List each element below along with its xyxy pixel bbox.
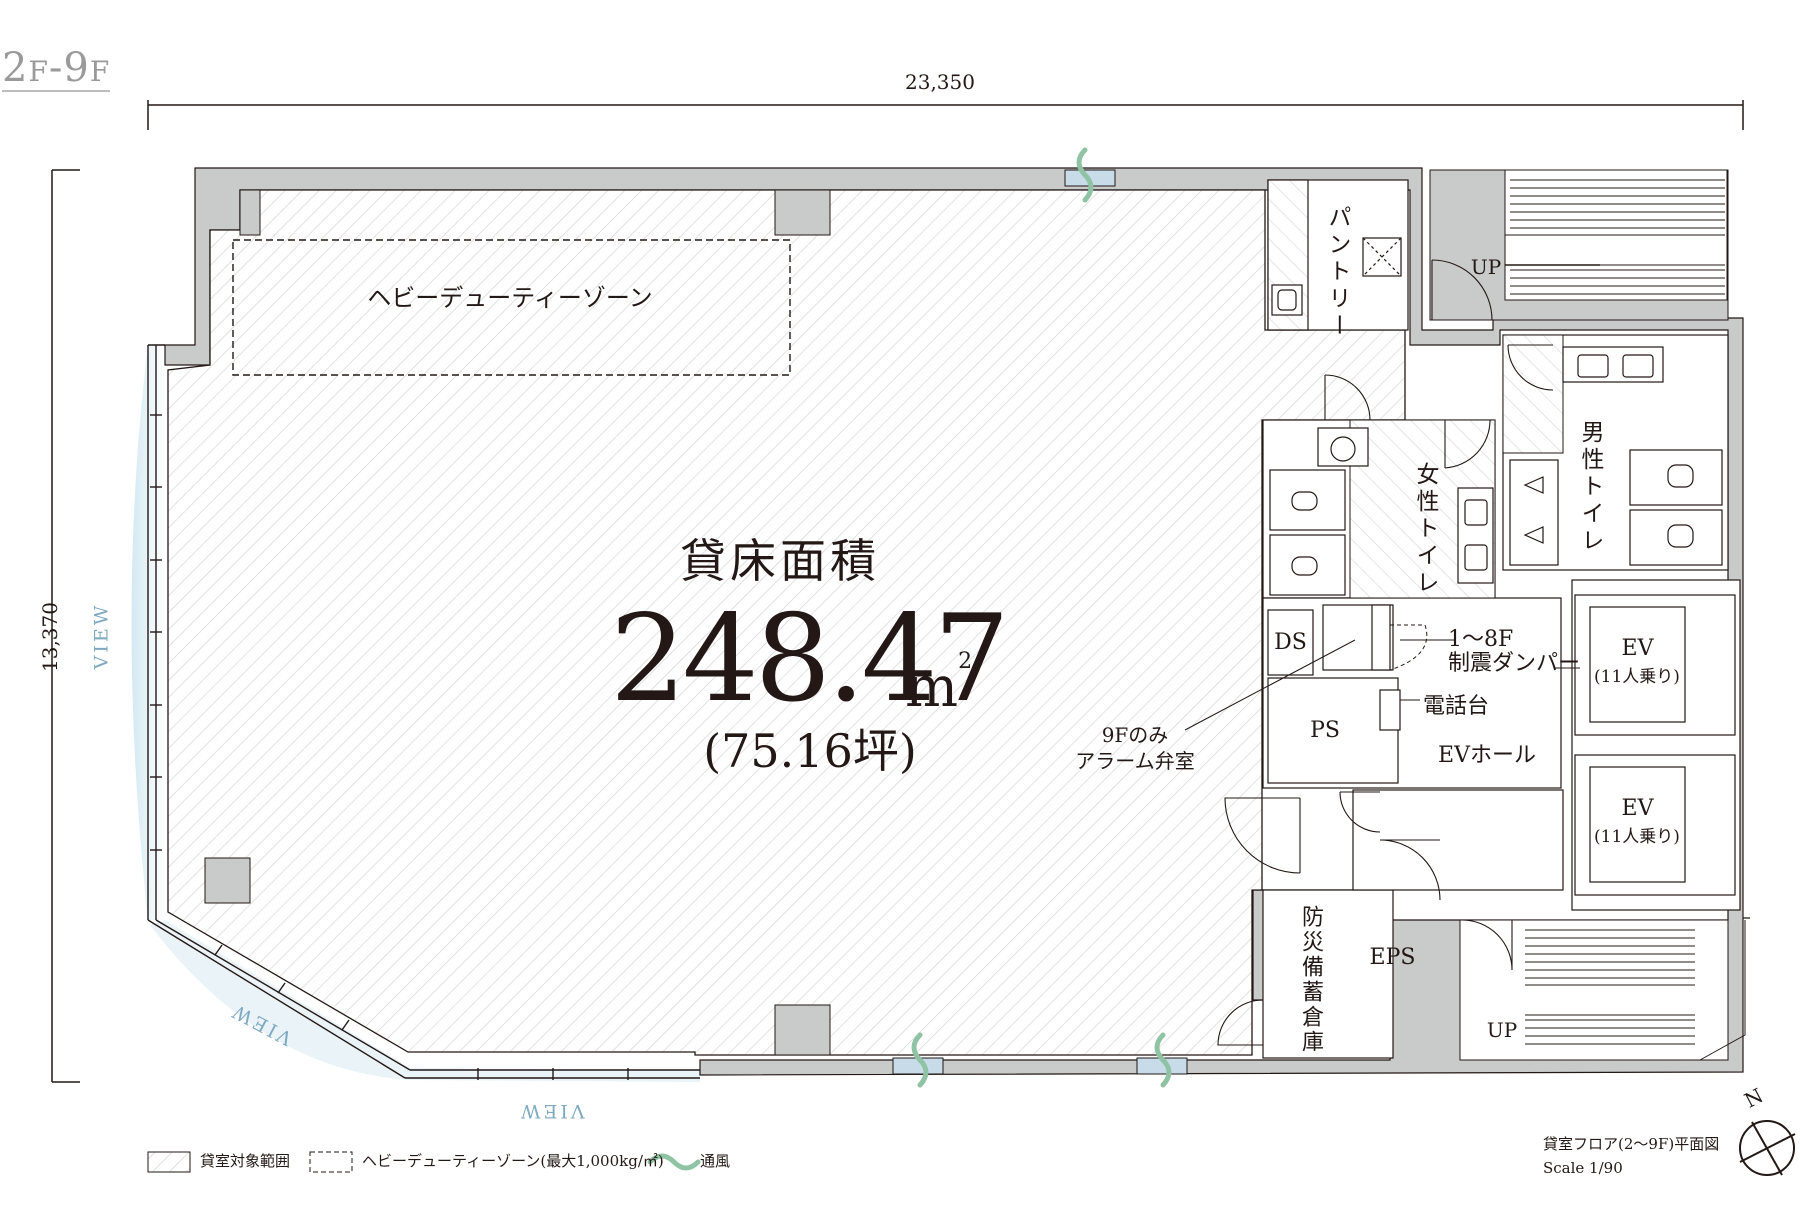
area-title: 貸床面積 xyxy=(680,534,880,588)
doors xyxy=(1217,259,1554,1046)
column xyxy=(239,189,261,236)
alarm-valve-label: 9Fのみ アラーム弁室 xyxy=(1075,723,1195,773)
stair-south-steps xyxy=(1525,929,1695,1045)
area-value: 248.47 xyxy=(610,590,1010,729)
compass-icon xyxy=(1739,1120,1796,1176)
heavy-duty-zone xyxy=(232,239,791,376)
height-dimension: 13,370 xyxy=(38,602,62,672)
column xyxy=(204,857,251,904)
view-label-west: VIEW xyxy=(90,602,113,670)
ventilation-icons xyxy=(911,147,1172,1088)
heavy-duty-zone-label: ヘビーデューティーゾーン xyxy=(367,284,653,312)
plan-scale: Scale 1/90 xyxy=(1543,1159,1623,1177)
elevator-shafts xyxy=(1574,594,1736,896)
width-dimension-line xyxy=(147,100,1744,130)
stair-north-landing xyxy=(1510,236,1720,264)
disaster-storage-label: 防災備蓄倉庫 xyxy=(1298,905,1323,1055)
mens-vestibule xyxy=(1502,334,1564,454)
pantry xyxy=(1267,179,1409,331)
pantry-label: パントリー xyxy=(1324,205,1350,340)
ev2-capacity: (11人乗り) xyxy=(1594,827,1680,847)
plan-title-name: 貸室フロア(2～9F)平面図 xyxy=(1543,1135,1720,1153)
legend-heavy: ヘビーデューティーゾーン(最大1,000kg/㎡) xyxy=(362,1152,664,1170)
area-tsubo: (75.16坪) xyxy=(703,724,917,778)
stair-north-steps xyxy=(1504,179,1725,295)
height-dimension-line xyxy=(51,169,80,1083)
mens-toilet-fixtures xyxy=(1509,346,1723,566)
damper-label: 1～8F 制震ダンパー xyxy=(1448,627,1581,676)
damper-dashed-line xyxy=(1389,624,1428,671)
ps-label: PS xyxy=(1310,718,1340,743)
stair-south-landing xyxy=(1525,986,1695,1014)
legend-swatch-leasable xyxy=(147,1151,191,1173)
column xyxy=(774,1004,831,1056)
ev-hall-label: EVホール xyxy=(1438,743,1536,768)
phone-stand-label: 電話台 xyxy=(1423,694,1490,719)
vent-openings xyxy=(892,169,1188,1075)
ev1-capacity: (11人乗り) xyxy=(1594,667,1680,687)
ev1-label: EV xyxy=(1621,636,1654,661)
legend-swatch-vent-icon xyxy=(647,1153,701,1171)
stair-up-label-south: UP xyxy=(1486,1018,1518,1042)
stair-up-label-north: UP xyxy=(1470,255,1502,279)
legend-swatch-heavy xyxy=(309,1151,353,1173)
view-glow-south xyxy=(150,920,700,1082)
width-dimension: 23,350 xyxy=(905,70,975,94)
core-boxes xyxy=(1267,604,1401,784)
area-unit: m2 xyxy=(905,649,973,720)
womens-toilet-label: 女性トイレ xyxy=(1412,462,1438,597)
legend-leasable: 貸室対象範囲 xyxy=(200,1152,291,1170)
womens-toilet-fixtures xyxy=(1269,427,1494,596)
view-label-south: VIEW xyxy=(518,1100,585,1122)
mullions xyxy=(150,414,629,1080)
plan-title: 貸室フロア(2～9F)平面図 Scale 1/90 xyxy=(1543,1132,1719,1180)
ds-label: DS xyxy=(1274,630,1307,655)
mens-toilet-label: 男性トイレ xyxy=(1577,420,1603,555)
alarm-leader xyxy=(1184,639,1356,731)
ev2-label: EV xyxy=(1621,796,1654,821)
floor-label: 2F-9F xyxy=(2,45,111,92)
column xyxy=(774,189,831,236)
eps-label: EPS xyxy=(1369,945,1416,970)
legend-ventilation: 通風 xyxy=(700,1152,731,1170)
